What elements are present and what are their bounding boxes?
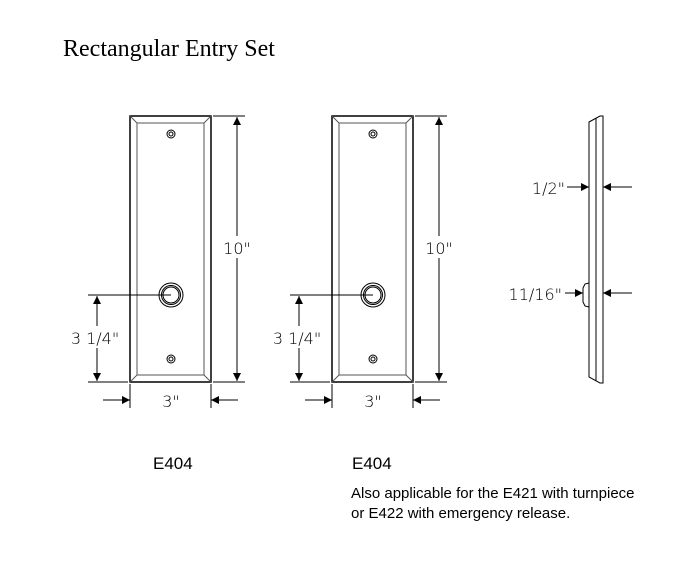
height-label: 10" xyxy=(425,239,453,258)
bottom-screw-icon xyxy=(368,354,378,364)
applicability-note: Also applicable for the E421 with turnpi… xyxy=(351,484,635,524)
side-rosette xyxy=(582,282,590,308)
width-label: 3" xyxy=(162,392,180,411)
note-line: or E422 with emergency release. xyxy=(351,505,571,522)
escutcheon-plate xyxy=(129,115,212,383)
model-label-2: E404 xyxy=(352,454,392,473)
bottom-screw-icon xyxy=(166,354,176,364)
side-plate xyxy=(588,115,604,384)
side-view: 1/2" 11/16" xyxy=(509,115,632,384)
plate-thickness-label: 1/2" xyxy=(532,179,565,198)
width-label: 3" xyxy=(364,392,382,411)
note-line: Also applicable for the E421 with turnpi… xyxy=(351,485,635,502)
top-screw-icon xyxy=(166,129,176,139)
rosette-thickness-label: 11/16" xyxy=(509,285,562,304)
height-label: 10" xyxy=(223,239,251,258)
escutcheon-plate xyxy=(331,115,414,383)
knob-height-label: 3 1/4" xyxy=(273,329,321,348)
plate-bevel xyxy=(136,122,205,376)
top-screw-icon xyxy=(368,129,378,139)
knob-height-label: 3 1/4" xyxy=(71,329,119,348)
plate-bevel xyxy=(338,122,407,376)
front-view-1: 10" 3 1/4" 3" xyxy=(70,115,252,411)
model-label-1: E404 xyxy=(153,454,193,473)
front-view-2: 10" 3 1/4" 3" xyxy=(272,115,454,411)
page-title: Rectangular Entry Set xyxy=(63,36,275,62)
